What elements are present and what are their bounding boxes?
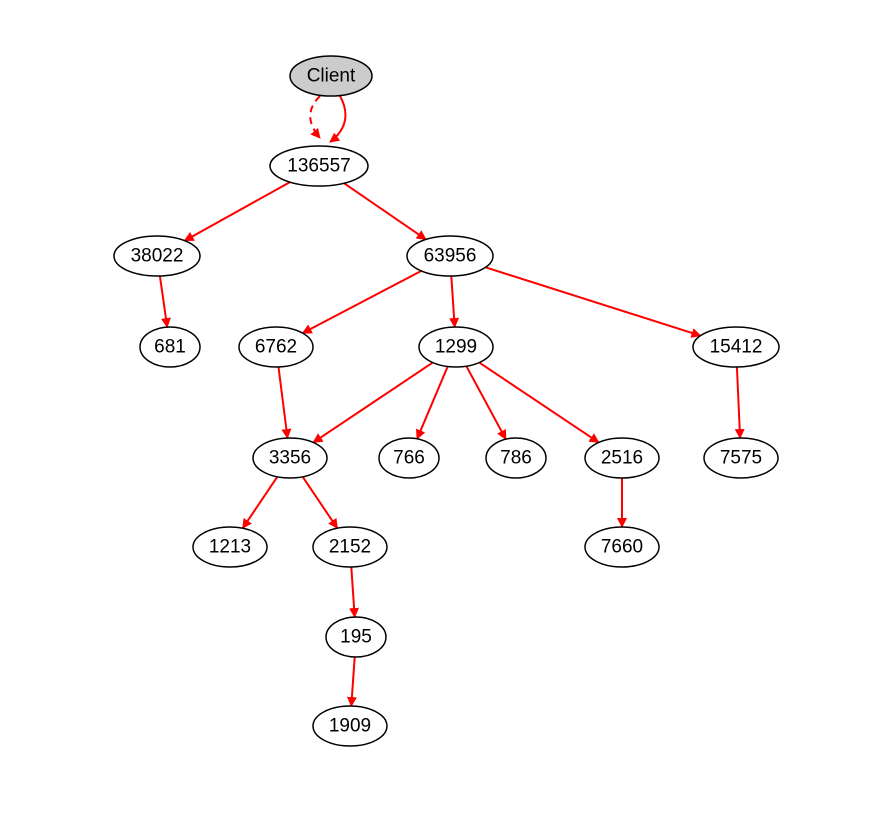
edge-n2152-n195	[349, 566, 360, 618]
node-ellipse	[378, 437, 440, 479]
edge-n1299-n766	[416, 366, 449, 440]
node-n38022: 38022	[113, 235, 201, 277]
node-n786: 786	[485, 437, 547, 479]
edge-n3356-n1213	[241, 476, 279, 530]
node-label: Client	[307, 66, 356, 87]
edge-n3356-n2152	[301, 476, 339, 530]
node-ellipse	[325, 616, 387, 658]
node-label: 681	[154, 337, 186, 358]
node-ellipse	[485, 437, 547, 479]
node-ellipse	[406, 235, 494, 277]
node-ellipse	[252, 437, 328, 479]
node-label: 38022	[131, 246, 184, 267]
node-label: 1299	[435, 337, 477, 358]
edge-client-n136557-dashed	[309, 95, 321, 139]
node-client: Client	[289, 55, 373, 97]
node-ellipse	[192, 526, 268, 568]
node-n1213: 1213	[192, 526, 268, 568]
node-ellipse	[584, 526, 660, 568]
node-n3356: 3356	[252, 437, 328, 479]
node-ellipse	[692, 326, 780, 368]
node-ellipse	[139, 326, 201, 368]
node-label: 7660	[601, 537, 643, 558]
node-label: 195	[340, 627, 372, 648]
node-ellipse	[269, 145, 369, 187]
node-ellipse	[703, 437, 779, 479]
edge-n1299-n2516	[478, 361, 600, 444]
edge-n15412-n7575	[734, 366, 745, 439]
node-label: 6762	[255, 337, 297, 358]
edge-client-n136557	[329, 95, 347, 143]
edge-n195-n1909	[346, 656, 357, 707]
node-ellipse	[312, 526, 388, 568]
node-n681: 681	[139, 326, 201, 368]
node-n7660: 7660	[584, 526, 660, 568]
node-n6762: 6762	[238, 326, 314, 368]
node-ellipse	[113, 235, 201, 277]
node-n766: 766	[378, 437, 440, 479]
edge-n63956-n15412	[485, 266, 702, 338]
node-n63956: 63956	[406, 235, 494, 277]
node-label: 63956	[424, 246, 477, 267]
edge-n63956-n6762	[301, 270, 422, 334]
node-ellipse	[584, 437, 660, 479]
edges-layer	[158, 95, 745, 707]
edge-n1299-n3356	[312, 361, 434, 444]
node-label: 1909	[329, 716, 371, 737]
node-ellipse	[289, 55, 373, 97]
node-label: 7575	[720, 448, 762, 469]
node-n1909: 1909	[312, 705, 388, 747]
edge-n136557-n63956	[343, 182, 427, 241]
node-n136557: 136557	[269, 145, 369, 187]
node-ellipse	[418, 326, 494, 368]
node-label: 136557	[287, 156, 350, 177]
nodes-layer: Client 136557 38022 63956 681 6762 1299 15412 33…	[113, 55, 780, 747]
node-n195: 195	[325, 616, 387, 658]
node-n2516: 2516	[584, 437, 660, 479]
node-n15412: 15412	[692, 326, 780, 368]
edge-n63956-n1299	[449, 275, 460, 328]
node-ellipse	[312, 705, 388, 747]
node-ellipse	[238, 326, 314, 368]
node-label: 15412	[710, 337, 763, 358]
node-label: 2516	[601, 448, 643, 469]
edge-n1299-n786	[465, 365, 507, 441]
node-label: 2152	[329, 537, 371, 558]
node-label: 1213	[209, 537, 251, 558]
node-label: 3356	[269, 448, 311, 469]
edge-n6762-n3356	[277, 366, 292, 439]
edge-n38022-n681	[158, 275, 171, 329]
edge-n136557-n38022	[183, 181, 291, 242]
node-n2152: 2152	[312, 526, 388, 568]
node-label: 786	[500, 448, 532, 469]
node-n1299: 1299	[418, 326, 494, 368]
node-label: 766	[393, 448, 425, 469]
node-n7575: 7575	[703, 437, 779, 479]
